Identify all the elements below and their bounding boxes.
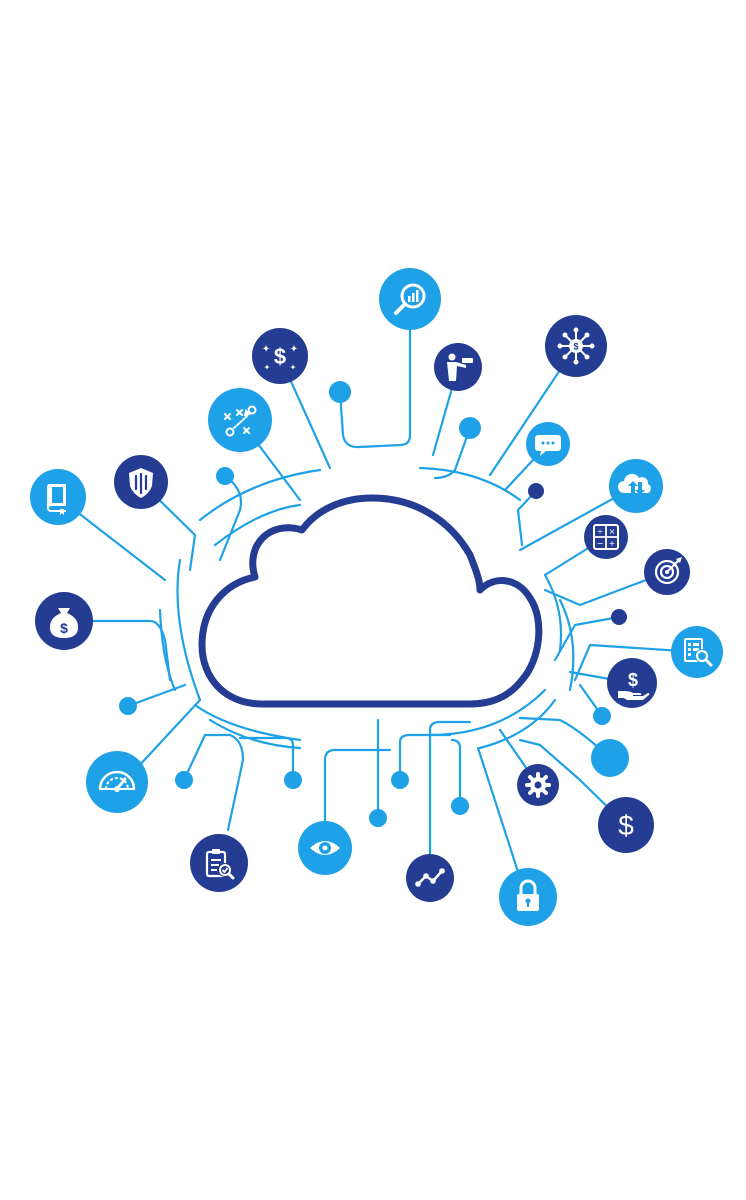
orbit-arc (198, 468, 322, 522)
svg-text:$: $ (60, 620, 68, 636)
connector-line (182, 733, 245, 832)
svg-text:$: $ (618, 810, 634, 841)
orbit-arc (543, 573, 563, 652)
svg-text:+: + (609, 539, 616, 548)
connector-dot (459, 417, 481, 439)
analytics-search-icon (379, 268, 441, 330)
orbit-arc (158, 608, 177, 692)
settings-gear-icon (517, 764, 559, 806)
svg-text:✦: ✦ (290, 363, 297, 372)
connector-line (218, 474, 243, 562)
connector-dot (284, 771, 302, 789)
connector-dot (528, 483, 544, 499)
connector-dot (119, 697, 137, 715)
svg-text:✦: ✦ (290, 344, 298, 355)
connector-dot (591, 739, 629, 777)
svg-text:$: $ (274, 344, 286, 369)
connector-dot (369, 809, 387, 827)
svg-text:$: $ (628, 670, 638, 690)
eye-icon (298, 821, 352, 875)
connector-dot (175, 771, 193, 789)
chat-bubble-icon (526, 422, 570, 466)
orbit-arc (176, 558, 202, 702)
orbit-arc (418, 466, 522, 502)
connector-line (398, 733, 452, 782)
svg-text:÷: ÷ (597, 527, 604, 536)
orbit-arcs (158, 466, 575, 750)
calculator-icon: ÷ × − + (584, 515, 628, 559)
connector-line (238, 736, 295, 782)
connector-dot (451, 797, 469, 815)
trend-line-icon (406, 854, 454, 902)
strategy-icon (208, 388, 272, 452)
target-icon (644, 549, 690, 595)
connector-line (338, 298, 412, 449)
connector-line (433, 426, 472, 480)
svg-text:✦: ✦ (264, 363, 271, 372)
connector-line (543, 570, 669, 607)
connector-line (476, 746, 522, 880)
connector-line (323, 748, 392, 850)
clipboard-check-icon (190, 834, 248, 892)
orbit-arc (478, 698, 557, 750)
connector-dots (119, 381, 629, 827)
connector-line (518, 738, 628, 827)
connector-line (126, 683, 187, 708)
connector-dot (216, 467, 234, 485)
network-dollar-icon: $ (545, 315, 607, 377)
dollar-icon: $ (598, 797, 654, 853)
cloud-outline (198, 494, 543, 708)
dollar-hand-icon: $ (607, 658, 657, 708)
dollar-sparkle-icon: $ ✦ ✦ ✦ ✦ (252, 328, 308, 384)
svg-text:×: × (609, 527, 616, 536)
money-bag-icon: $ (35, 592, 93, 650)
orbit-arc (213, 503, 302, 547)
orbit-arc (558, 598, 575, 692)
presenter-icon (434, 343, 482, 391)
book-icon (30, 469, 86, 525)
icon-nodes: $ ✦ ✦ ✦ ✦ $ (30, 268, 723, 926)
connector-line (428, 720, 472, 880)
connector-lines (57, 298, 699, 880)
connector-line (516, 489, 538, 547)
orbit-arc (208, 718, 302, 750)
connector-dot (329, 381, 351, 403)
connector-line (450, 738, 462, 808)
svg-text:✦: ✦ (262, 344, 270, 355)
connector-line (553, 615, 621, 662)
shield-icon (114, 455, 168, 509)
connector-dot (611, 609, 627, 625)
svg-text:−: − (597, 539, 604, 548)
speedometer-icon (86, 751, 148, 813)
connector-dot (593, 707, 611, 725)
connector-line (573, 643, 699, 682)
connector-dot (391, 771, 409, 789)
padlock-icon (499, 868, 557, 926)
report-search-icon (671, 626, 723, 678)
orbit-arc (428, 688, 547, 737)
cloud-sync-icon (609, 459, 663, 513)
svg-text:$: $ (573, 342, 578, 352)
connector-line (62, 619, 172, 682)
